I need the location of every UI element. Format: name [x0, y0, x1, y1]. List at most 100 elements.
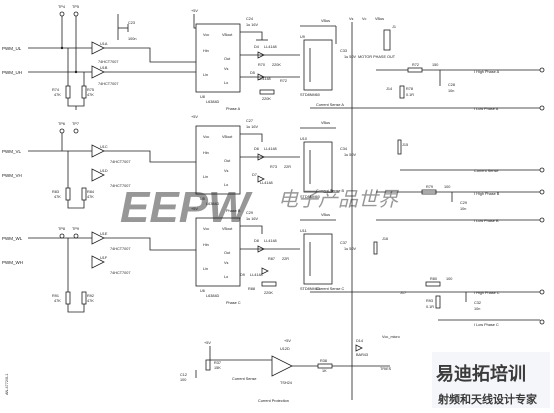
svg-text:VBus: VBus	[375, 17, 384, 21]
svg-text:STD8NM60: STD8NM60	[300, 195, 320, 199]
svg-text:R88: R88	[248, 287, 255, 291]
svg-text:L6384D: L6384D	[206, 202, 220, 206]
svg-text:R91: R91	[52, 294, 59, 298]
svg-text:100n: 100n	[128, 37, 136, 41]
svg-text:R87: R87	[268, 257, 275, 261]
out-cs: Current Sense	[474, 169, 498, 173]
svg-text:47K: 47K	[54, 93, 61, 97]
driver-ic-box	[195, 23, 241, 93]
svg-text:Lo: Lo	[224, 183, 228, 187]
driver-u5: +5V Vcc Hin Lin VBoot Out Vs Lo U5 L6384…	[191, 115, 300, 213]
resistor	[81, 85, 87, 99]
svg-text:R80: R80	[430, 277, 437, 281]
svg-text:U10: U10	[300, 137, 307, 141]
svg-text:STD8NM60: STD8NM60	[300, 93, 320, 97]
svg-text:220K: 220K	[264, 291, 273, 295]
svg-text:22R: 22R	[282, 257, 289, 261]
driver-u6: +5V Vcc Hin Lin VBoot Out Vs Lo U6 L6384…	[191, 207, 300, 305]
svg-text:47K: 47K	[54, 299, 61, 303]
svg-text:LL4148: LL4148	[264, 147, 277, 151]
svg-text:R78: R78	[406, 87, 413, 91]
svg-text:1u 16V: 1u 16V	[246, 125, 259, 129]
svg-text:U12D: U12D	[280, 347, 290, 351]
svg-text:47K: 47K	[87, 195, 94, 199]
out-ilc: I Low Phase C	[474, 323, 499, 327]
svg-text:C29: C29	[246, 211, 253, 215]
svg-text:C28: C28	[448, 83, 455, 87]
svg-text:R72: R72	[280, 79, 287, 83]
buffer-u1b	[91, 65, 105, 79]
svg-text:D8: D8	[254, 239, 259, 243]
svg-text:Current Sense B: Current Sense B	[316, 189, 345, 193]
svg-text:Vs: Vs	[224, 261, 229, 265]
current-protection: +5V R37 15K C12 100 +5V U12D TSH24 Curre…	[180, 335, 400, 403]
svg-text:R73: R73	[270, 165, 277, 169]
svg-text:Hin: Hin	[203, 49, 209, 53]
svg-text:100: 100	[446, 277, 452, 281]
svg-text:C24: C24	[246, 17, 253, 21]
svg-text:Out: Out	[224, 251, 231, 255]
output-phase-c: J16 J17 R80 100 R93 0.1R I High Phase C …	[373, 237, 545, 327]
svg-text:C32: C32	[474, 301, 481, 305]
svg-text:+5V: +5V	[284, 339, 291, 343]
svg-text:LL4148: LL4148	[250, 273, 263, 277]
svg-text:U1C: U1C	[100, 145, 108, 149]
svg-text:U9: U9	[300, 35, 305, 39]
svg-text:BAR43: BAR43	[356, 353, 368, 357]
driver-u8: +5V Vcc Hin Lin VBoot Out Vs Lo U8 L6384…	[191, 9, 300, 111]
svg-text:TP9: TP9	[72, 227, 79, 231]
svg-text:1u 16V: 1u 16V	[246, 217, 259, 221]
svg-text:LL4148: LL4148	[260, 181, 273, 185]
svg-text:L6384D: L6384D	[206, 294, 220, 298]
svg-text:VBoot: VBoot	[222, 227, 233, 231]
tp4-label: TP4	[58, 5, 65, 9]
svg-text:R72: R72	[412, 63, 419, 67]
svg-text:D7: D7	[252, 173, 257, 177]
svg-text:U1D: U1D	[100, 169, 108, 173]
svg-text:74HCT7007: 74HCT7007	[110, 184, 130, 188]
svg-text:1K: 1K	[322, 369, 327, 373]
comparator-u12d	[271, 355, 293, 377]
svg-text:VBus: VBus	[321, 121, 330, 125]
svg-text:U1B: U1B	[100, 66, 108, 70]
tp5-label: TP5	[72, 5, 79, 9]
output-phase-a: J14 R72 150 R78 0.1R C28 10n I High Phas…	[376, 63, 545, 111]
motor-phase-out-label: MOTOR PHASE OUT	[358, 55, 396, 59]
pwm-wh-label: PWM_WH	[2, 260, 23, 265]
svg-text:1u 50V: 1u 50V	[344, 153, 357, 157]
vcc-micro-label: Vcc_micro	[382, 335, 400, 339]
svg-text:R70: R70	[258, 63, 265, 67]
svg-text:+5V: +5V	[191, 115, 198, 119]
out-ihc: I High Phase C	[474, 291, 500, 295]
svg-text:Lo: Lo	[224, 81, 228, 85]
bottom-watermark: 易迪拓培训 射频和天线设计专家	[432, 352, 550, 408]
mosfet-u11: VBus U11 STD8NM60 C37 1u 50V Current Sen…	[300, 213, 376, 293]
svg-text:Vcc: Vcc	[203, 33, 209, 37]
vbus-label: VBus	[321, 19, 330, 23]
svg-text:J16: J16	[382, 237, 388, 241]
svg-text:U6: U6	[200, 289, 205, 293]
svg-text:47K: 47K	[87, 299, 94, 303]
power-rails: Vs Vc VBus J1 MOTOR PHASE OUT	[349, 17, 396, 400]
pwm-wl-label: PWM_WL	[2, 236, 23, 241]
mosfet-u9: VBus U9 STD8NM60 C33 1u 50V Current Sens…	[300, 19, 376, 109]
svg-text:R83: R83	[52, 190, 59, 194]
svg-text:Vcc: Vcc	[203, 227, 209, 231]
svg-text:D4: D4	[254, 45, 259, 49]
svg-text:1u 50V: 1u 50V	[344, 247, 357, 251]
r75-label: R75	[87, 88, 94, 92]
pwm-ul-label: PWM_UL	[2, 46, 22, 51]
svg-text:R92: R92	[87, 294, 94, 298]
svg-text:0.1R: 0.1R	[426, 305, 434, 309]
svg-text:TP6: TP6	[58, 122, 65, 126]
svg-text:VBus: VBus	[321, 213, 330, 217]
svg-text:Vcc: Vcc	[203, 135, 209, 139]
test-point	[73, 11, 79, 17]
svg-text:74HCT7007: 74HCT7007	[110, 247, 130, 251]
svg-text:R84: R84	[87, 190, 94, 194]
watermark-cn-right: 射频和天线设计专家	[437, 392, 538, 406]
svg-text:U11: U11	[300, 229, 307, 233]
svg-text:Phase B: Phase B	[226, 209, 241, 213]
phase-c-input-section: TP8 TP9 PWM_WL PWM_WH R91 47K R92 47K U1…	[2, 227, 196, 313]
